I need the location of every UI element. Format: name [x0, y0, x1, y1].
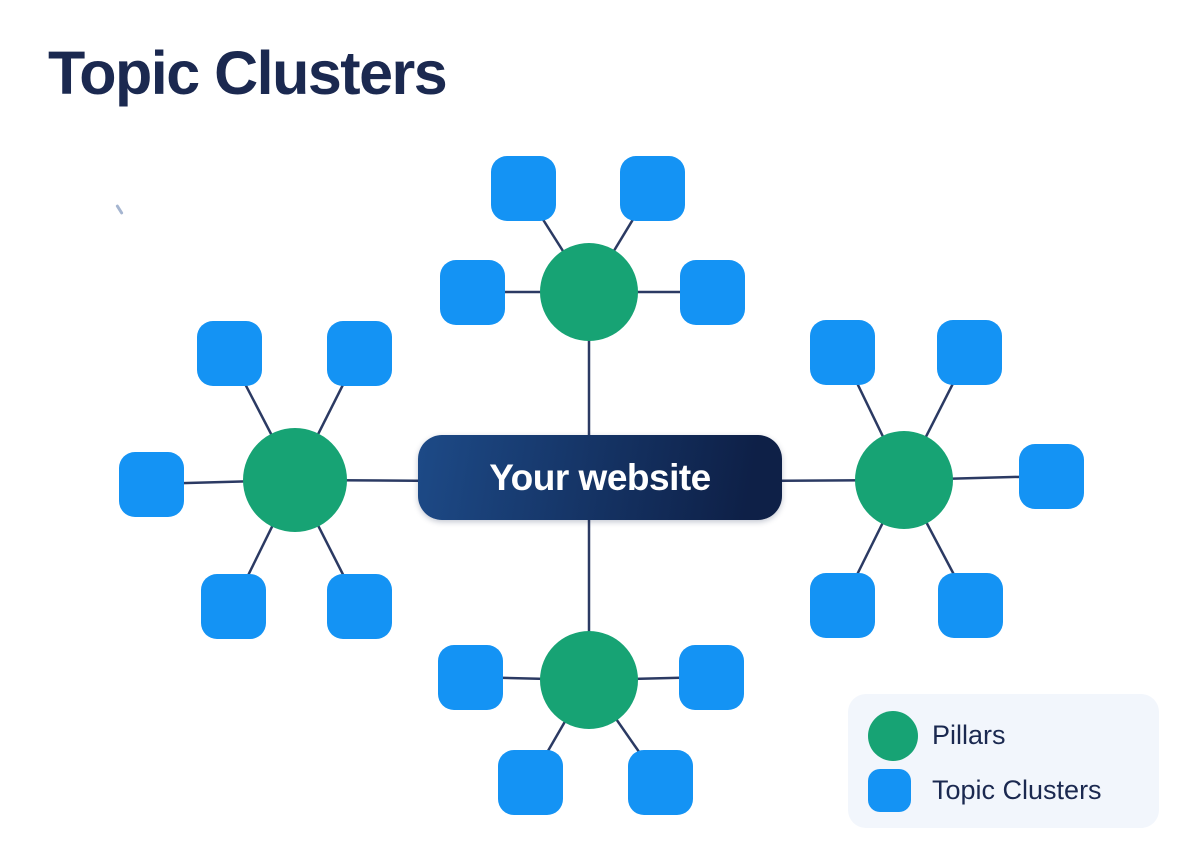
legend: Pillars Topic Clusters [848, 694, 1159, 828]
pillar-circle-right [855, 431, 953, 529]
topic-cluster-square [118, 451, 184, 517]
topic-cluster-square [619, 155, 685, 221]
center-box-label: Your website [489, 456, 711, 498]
topic-cluster-square [437, 644, 503, 710]
topic-cluster-square [200, 573, 266, 639]
legend-item-topic-clusters: Topic Clusters [868, 768, 1159, 812]
topic-cluster-square [196, 320, 262, 386]
legend-label-topic-clusters: Topic Clusters [932, 774, 1102, 805]
legend-label-pillars: Pillars [932, 720, 1006, 750]
topic-cluster-square [627, 749, 693, 815]
pillar-circle-bottom [540, 631, 638, 729]
pillar-circle-icon [868, 710, 918, 761]
topic-cluster-square [439, 259, 505, 325]
pillar-circle-left [243, 428, 347, 532]
topic-cluster-square [497, 749, 563, 815]
topic-cluster-square-icon [868, 768, 911, 812]
topic-cluster-square [490, 155, 556, 221]
topic-cluster-square [936, 319, 1002, 385]
pillar-circle-top [540, 243, 638, 341]
legend-item-pillars: Pillars [868, 710, 1159, 761]
topic-cluster-square [326, 573, 392, 639]
topic-cluster-square [678, 644, 744, 710]
topic-cluster-square [809, 572, 875, 638]
topic-cluster-square [326, 320, 392, 386]
topic-cluster-swatch-box [868, 768, 918, 812]
topic-cluster-square [679, 259, 745, 325]
center-website-box: Your website [418, 435, 782, 520]
topic-cluster-square [937, 572, 1003, 638]
topic-cluster-square [809, 319, 875, 385]
page-title: Topic Clusters [48, 39, 448, 107]
pillar-swatch-box [868, 710, 918, 761]
topic-cluster-square [1018, 443, 1084, 509]
